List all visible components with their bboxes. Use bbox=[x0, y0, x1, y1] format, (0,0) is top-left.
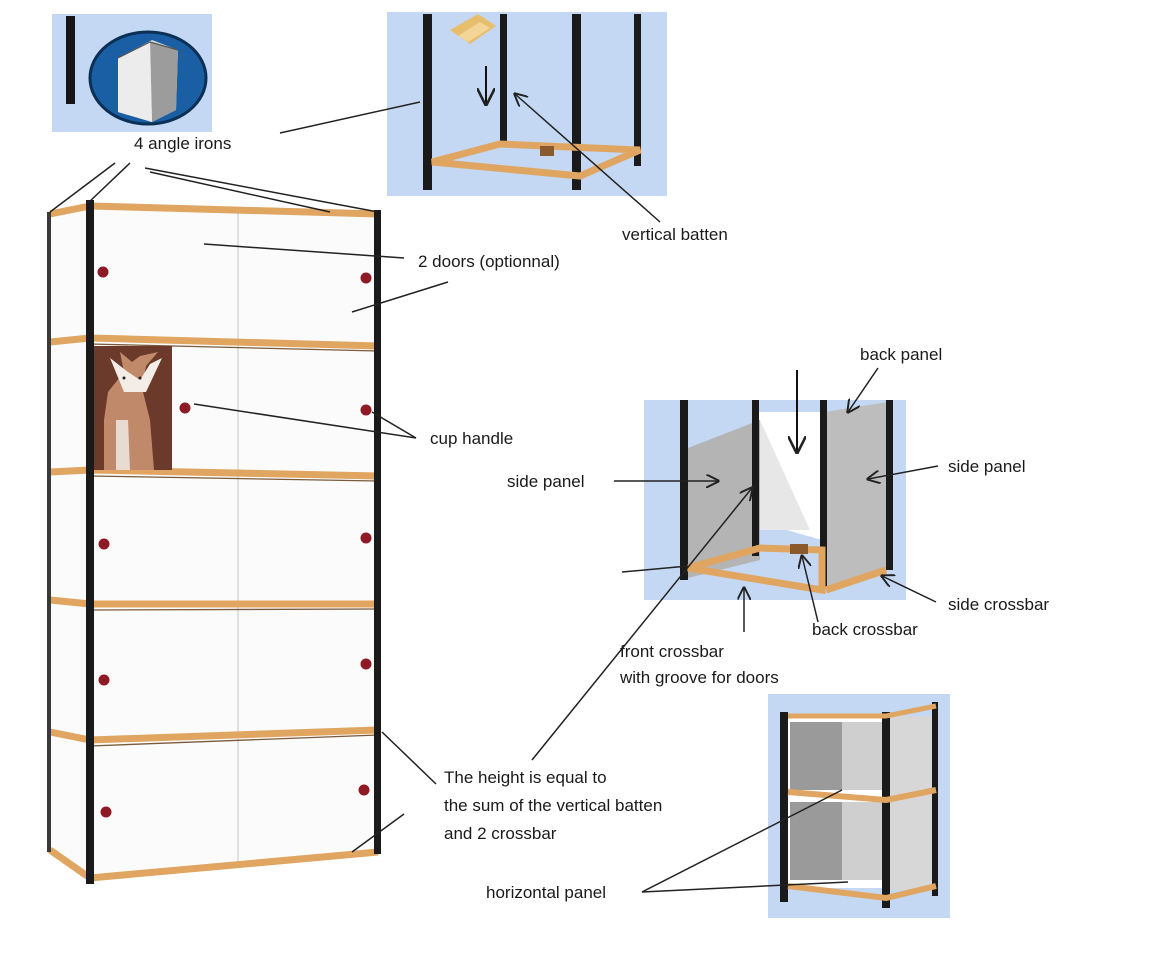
label-doors: 2 doors (optionnal) bbox=[418, 252, 560, 271]
cup-handles bbox=[97, 266, 372, 818]
label-horizontal-panel: horizontal panel bbox=[486, 883, 607, 902]
label-vertical-batten: vertical batten bbox=[622, 225, 728, 244]
label-side-panel-left: side panel bbox=[507, 472, 585, 491]
label-side-crossbar: side crossbar bbox=[948, 595, 1050, 614]
label-back-panel: back panel bbox=[860, 345, 943, 364]
label-angle-irons: 4 angle irons bbox=[134, 134, 232, 153]
label-height-3: and 2 crossbar bbox=[444, 824, 557, 843]
label-height-1: The height is equal to bbox=[444, 768, 607, 787]
label-cup-handle: cup handle bbox=[430, 429, 514, 448]
label-front-crossbar-2: with groove for doors bbox=[620, 668, 779, 687]
panels-crossbars-inset bbox=[644, 370, 906, 600]
cabinet bbox=[47, 200, 381, 884]
dog-opening bbox=[94, 346, 172, 470]
label-height-2: the sum of the vertical batten bbox=[444, 796, 663, 815]
label-back-crossbar: back crossbar bbox=[812, 620, 918, 639]
label-front-crossbar-1: front crossbar bbox=[620, 642, 724, 661]
angle-iron-inset bbox=[52, 14, 212, 132]
leader-lines bbox=[49, 94, 939, 893]
label-side-panel-right: side panel bbox=[948, 457, 1026, 476]
horizontal-panel-inset bbox=[768, 694, 950, 918]
